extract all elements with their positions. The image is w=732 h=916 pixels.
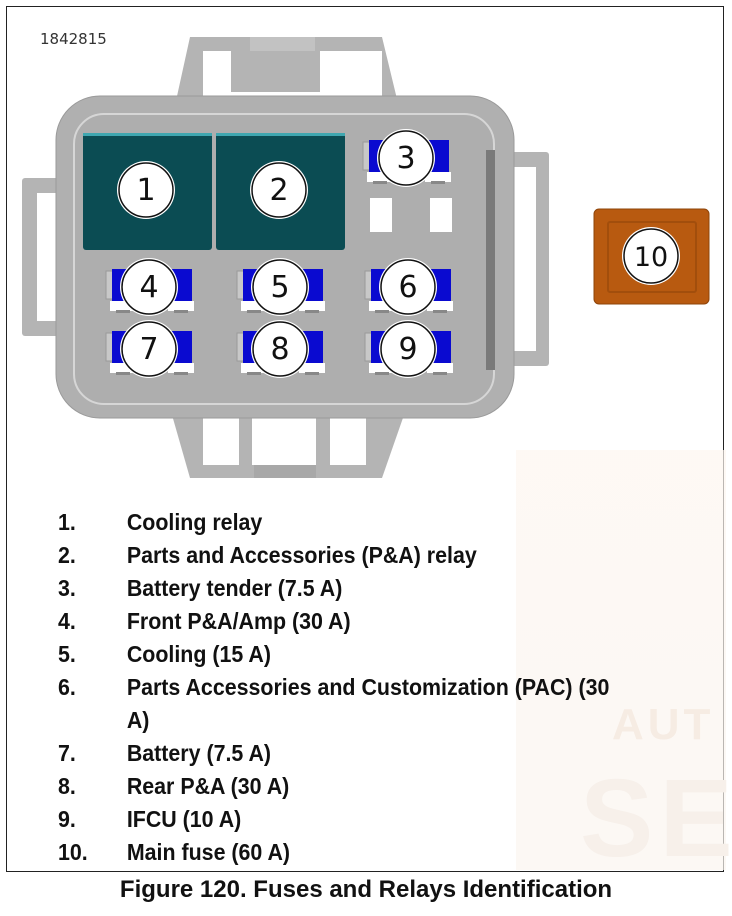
legend-text: Parts and Accessories (P&A) relay bbox=[126, 542, 477, 568]
fuse-box-diagram: 1 2 3 4 5 6 7 8 9 10 bbox=[22, 37, 710, 478]
legend-item: 10. Main fuse (60 A) bbox=[58, 836, 663, 869]
callout-main-fuse-10: 10 bbox=[622, 227, 680, 285]
legend-number: 2. bbox=[58, 542, 76, 568]
legend-number: 4. bbox=[58, 608, 76, 634]
legend-text: Cooling relay bbox=[126, 509, 263, 535]
callout-number: 6 bbox=[398, 270, 417, 305]
legend-item: 6. Parts Accessories and Customization (P… bbox=[58, 671, 663, 737]
legend-text: Battery (7.5 A) bbox=[126, 740, 272, 766]
callout-fuse-3: 3 bbox=[377, 129, 435, 187]
legend-item: 9. IFCU (10 A) bbox=[58, 803, 663, 836]
legend-number: 8. bbox=[58, 773, 76, 799]
watermark-text: AUT bbox=[612, 700, 715, 749]
legend-text: Cooling (15 A) bbox=[126, 641, 271, 667]
legend-text: Battery tender (7.5 A) bbox=[126, 575, 343, 601]
legend-text: IFCU (10 A) bbox=[126, 806, 242, 832]
legend-number: 5. bbox=[58, 641, 76, 667]
callout-fuse-6: 6 bbox=[379, 258, 437, 316]
watermark-background bbox=[516, 450, 726, 870]
legend-number: 7. bbox=[58, 740, 76, 766]
callout-number: 2 bbox=[269, 173, 288, 208]
legend-number: 3. bbox=[58, 575, 76, 601]
callout-number: 4 bbox=[139, 270, 158, 305]
legend-item: 5. Cooling (15 A) bbox=[58, 638, 663, 671]
legend-text: Main fuse (60 A) bbox=[126, 839, 291, 865]
callout-number: 8 bbox=[270, 332, 289, 367]
legend-item: 2. Parts and Accessories (P&A) relay bbox=[58, 539, 663, 572]
legend-number: 9. bbox=[58, 806, 76, 832]
legend-item: 4. Front P&A/Amp (30 A) bbox=[58, 605, 663, 638]
callout-fuse-8: 8 bbox=[251, 320, 309, 378]
callout-number: 3 bbox=[396, 141, 415, 176]
callout-number: 7 bbox=[139, 332, 158, 367]
figure-id: 1842815 bbox=[40, 30, 107, 48]
callout-relay-1: 1 bbox=[117, 161, 175, 219]
callout-fuse-9: 9 bbox=[379, 320, 437, 378]
legend-item: 8. Rear P&A (30 A) bbox=[58, 770, 663, 803]
bottom-latch bbox=[172, 415, 404, 478]
callout-number: 5 bbox=[270, 270, 289, 305]
legend-item: 7. Battery (7.5 A) bbox=[58, 737, 663, 770]
legend-item: 1. Cooling relay bbox=[58, 506, 663, 539]
watermark-text-large: SE bbox=[580, 757, 732, 880]
legend-text: Rear P&A (30 A) bbox=[126, 773, 290, 799]
legend-item: 3. Battery tender (7.5 A) bbox=[58, 572, 663, 605]
callout-number: 10 bbox=[634, 242, 668, 273]
right-tab bbox=[505, 152, 549, 366]
legend-text: Parts Accessories and Customization (PAC… bbox=[126, 674, 610, 733]
legend-text: Front P&A/Amp (30 A) bbox=[126, 608, 351, 634]
callout-number: 1 bbox=[136, 173, 155, 208]
figure-caption: Figure 120. Fuses and Relays Identificat… bbox=[119, 876, 613, 903]
callout-fuse-4: 4 bbox=[120, 258, 178, 316]
empty-fuse-slot bbox=[370, 198, 452, 232]
legend-list: 1. Cooling relay 2. Parts and Accessories … bbox=[58, 506, 708, 869]
legend-number: 10. bbox=[58, 839, 88, 865]
callout-number: 9 bbox=[398, 332, 417, 367]
legend-number: 1. bbox=[58, 509, 76, 535]
legend-number: 6. bbox=[58, 674, 76, 700]
callout-fuse-5: 5 bbox=[251, 258, 309, 316]
callout-relay-2: 2 bbox=[250, 161, 308, 219]
callout-fuse-7: 7 bbox=[120, 320, 178, 378]
